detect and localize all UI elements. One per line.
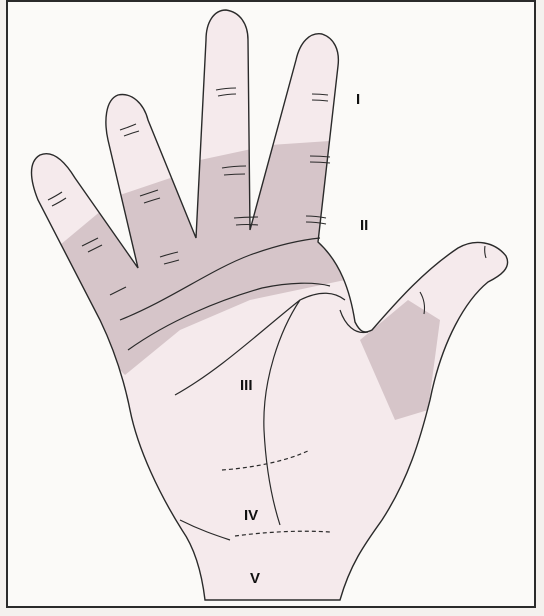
zone-label-iii: III — [240, 377, 253, 394]
zone-label-v: V — [250, 570, 260, 587]
zone-label-i: I — [356, 91, 360, 108]
zone-label-ii: II — [360, 217, 368, 234]
zone-label-iv: IV — [244, 507, 258, 524]
